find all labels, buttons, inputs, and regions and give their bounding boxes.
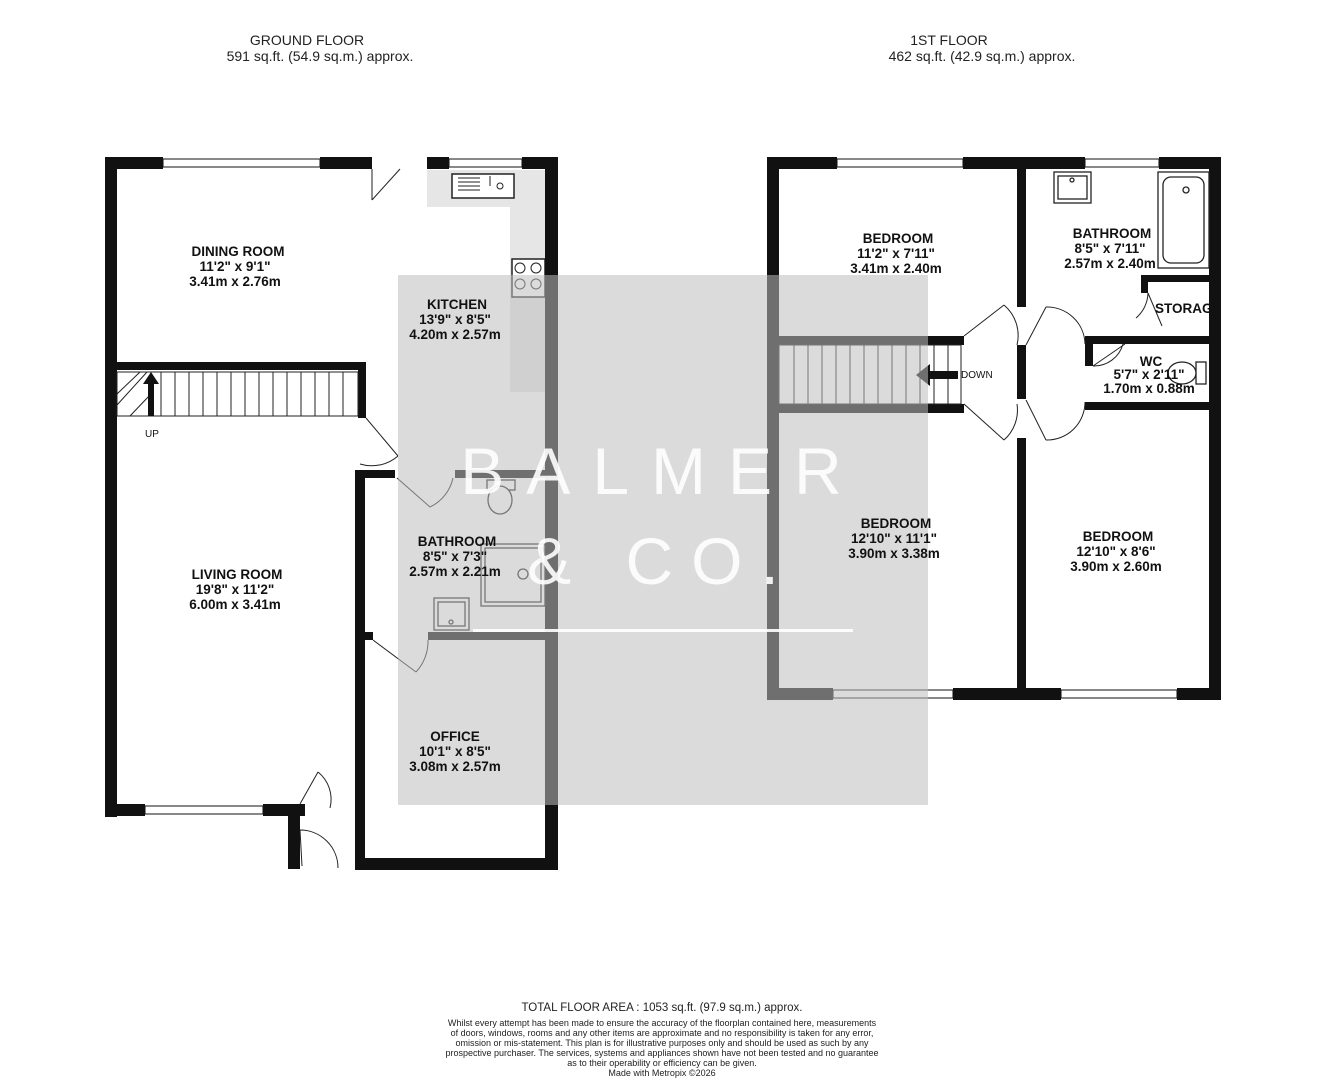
door-swing bbox=[963, 304, 1019, 346]
stairs-arrow-shaft bbox=[148, 380, 154, 416]
room-metric-bathroom-upper: 2.57m x 2.40m bbox=[1064, 256, 1156, 271]
room-metric-bedroom-1: 3.41m x 2.40m bbox=[850, 261, 942, 276]
room-metric-office: 3.08m x 2.57m bbox=[409, 759, 501, 774]
room-metric-dining: 3.41m x 2.76m bbox=[189, 274, 281, 289]
watermark-line-1: BALMER bbox=[460, 434, 863, 508]
kitchen-sink-icon bbox=[451, 173, 515, 199]
room-metric-bedroom-2: 3.90m x 3.38m bbox=[848, 546, 940, 561]
disclaimer-line: as to their operability or efficiency ca… bbox=[567, 1058, 756, 1068]
basin-icon bbox=[1053, 171, 1092, 204]
room-name-dining: DINING ROOM bbox=[192, 244, 285, 259]
stairs-down-label: DOWN bbox=[961, 370, 993, 381]
room-size-bathroom-upper: 8'5" x 7'11" bbox=[1074, 241, 1145, 256]
toilet-icon bbox=[1167, 361, 1207, 385]
first-floor-title: 1ST FLOOR bbox=[910, 32, 988, 48]
room-name-office: OFFICE bbox=[430, 729, 480, 744]
disclaimer-line: prospective purchaser. The services, sys… bbox=[445, 1048, 878, 1058]
disclaimer-line: omission or mis-statement. This plan is … bbox=[455, 1038, 869, 1048]
room-metric-bedroom-3: 3.90m x 2.60m bbox=[1070, 559, 1162, 574]
room-size-bedroom-3: 12'10" x 8'6" bbox=[1076, 544, 1155, 559]
room-name-kitchen: KITCHEN bbox=[427, 297, 487, 312]
up-arrow-icon bbox=[143, 372, 159, 384]
door-swing bbox=[359, 417, 399, 467]
first-floor-area: 462 sq.ft. (42.9 sq.m.) approx. bbox=[889, 48, 1076, 64]
room-metric-wc: 1.70m x 0.88m bbox=[1103, 381, 1195, 396]
ground-stairs bbox=[116, 371, 359, 417]
room-name-bathroom-upper: BATHROOM bbox=[1073, 226, 1152, 241]
stairs-arrow-shaft bbox=[928, 371, 958, 379]
watermark: BALMER & CO. bbox=[398, 275, 928, 805]
ground-floor-area: 591 sq.ft. (54.9 sq.m.) approx. bbox=[227, 48, 414, 64]
door-swing bbox=[963, 403, 1018, 441]
door-swing bbox=[299, 771, 332, 809]
stairs-up-label: UP bbox=[145, 429, 159, 440]
room-size-office: 10'1" x 8'5" bbox=[419, 744, 491, 759]
room-size-dining: 11'2" x 9'1" bbox=[199, 259, 270, 274]
watermark-line-2: & CO. bbox=[527, 524, 797, 598]
room-name-wc: WC bbox=[1140, 354, 1163, 369]
door-swing bbox=[1092, 343, 1126, 367]
door-swing bbox=[1025, 399, 1086, 441]
room-name-storage: STORAGE bbox=[1155, 301, 1222, 316]
bathtub-icon bbox=[1157, 171, 1210, 269]
door-swing bbox=[371, 168, 401, 201]
room-metric-bathroom: 2.57m x 2.21m bbox=[409, 564, 501, 579]
room-metric-kitchen: 4.20m x 2.57m bbox=[409, 327, 501, 342]
door-swing bbox=[1135, 292, 1163, 327]
room-size-bedroom-1: 11'2" x 7'11" bbox=[857, 246, 935, 261]
room-name-bathroom: BATHROOM bbox=[418, 534, 497, 549]
room-name-living: LIVING ROOM bbox=[192, 567, 283, 582]
room-size-kitchen: 13'9" x 8'5" bbox=[419, 312, 491, 327]
total-floor-area: TOTAL FLOOR AREA : 1053 sq.ft. (97.9 sq.… bbox=[521, 1002, 802, 1014]
room-size-bedroom-2: 12'10" x 11'1" bbox=[851, 531, 937, 546]
door-swing bbox=[299, 829, 339, 869]
room-size-living: 19'8" x 11'2" bbox=[196, 582, 275, 597]
ground-floor-title: GROUND FLOOR bbox=[250, 32, 364, 48]
credit-line: Made with Metropix ©2026 bbox=[608, 1068, 715, 1078]
room-size-bathroom: 8'5" x 7'3" bbox=[423, 549, 487, 564]
room-name-bedroom-3: BEDROOM bbox=[1083, 529, 1154, 544]
room-name-bedroom-1: BEDROOM bbox=[863, 231, 934, 246]
door-swing bbox=[1025, 306, 1086, 346]
disclaimer-line: of doors, windows, rooms and any other i… bbox=[451, 1028, 874, 1038]
room-metric-living: 6.00m x 3.41m bbox=[189, 597, 281, 612]
disclaimer-line: Whilst every attempt has been made to en… bbox=[448, 1018, 877, 1028]
room-name-bedroom-2: BEDROOM bbox=[861, 516, 932, 531]
room-size-wc: 5'7" x 2'11" bbox=[1113, 367, 1184, 382]
